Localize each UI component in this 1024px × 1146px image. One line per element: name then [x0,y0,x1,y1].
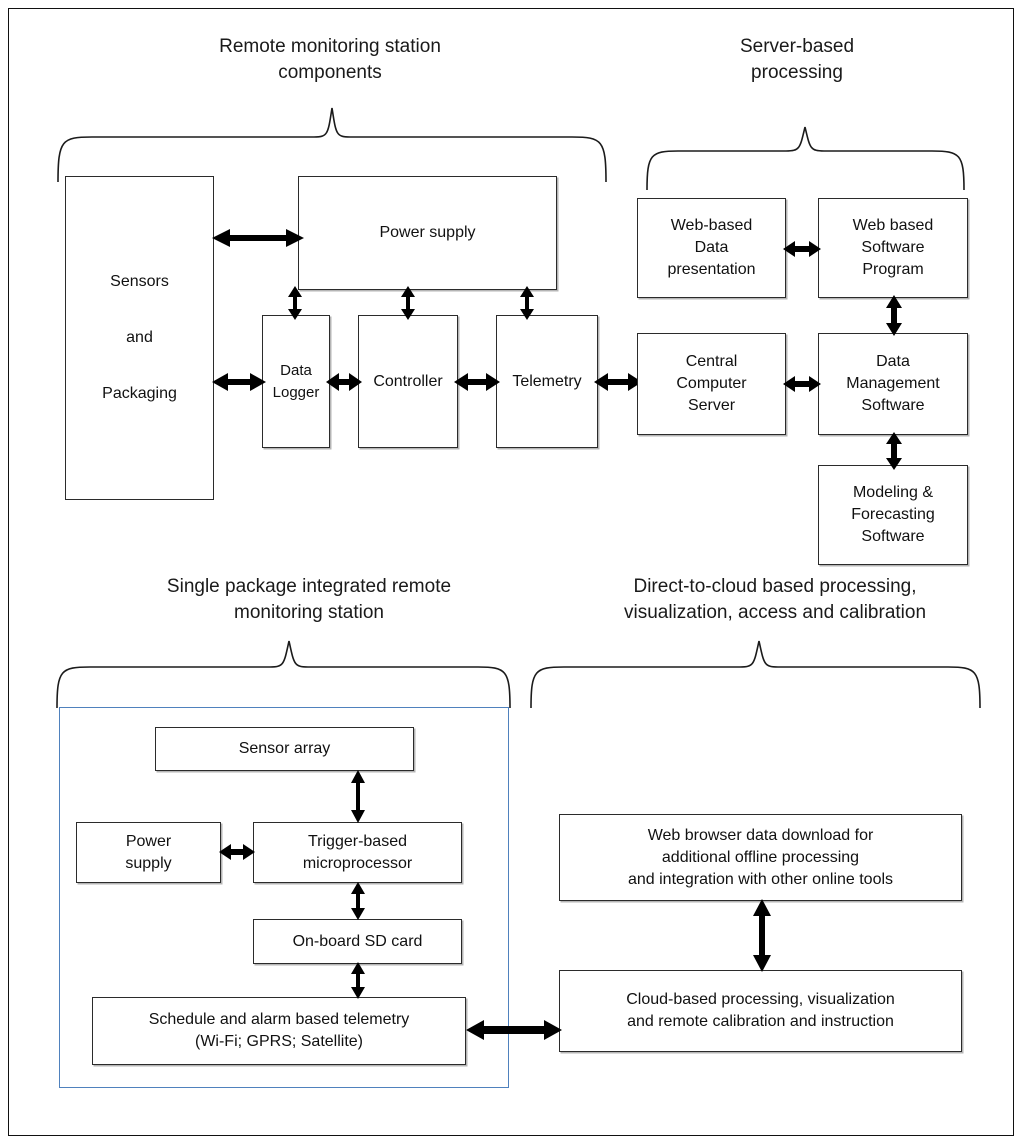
arrow-microprocessor-sd-card [351,882,365,920]
box-trigger-based-microprocessor[interactable]: Trigger-based microprocessor [253,822,462,883]
section-title-remote-monitoring-station-components: Remote monitoring station components [219,36,441,83]
box-central-computer-server[interactable]: Central Computer Server [637,333,786,435]
box-sensors-line-3: Packaging [102,385,177,402]
arrow-power-supply-controller [401,286,415,320]
box-sensors-and-packaging[interactable]: Sensors and Packaging [65,176,214,500]
arrow-sensor-array-microprocessor [351,770,365,823]
box-package-power-supply[interactable]: Power supply [76,822,221,883]
box-sensors-line-1: Sensors [110,273,169,290]
box-modeling-forecasting-software[interactable]: Modeling & Forecasting Software [818,465,968,565]
brace-direct-to-cloud [530,640,981,708]
arrow-power-supply-data-logger [288,286,302,320]
section-title-direct-to-cloud-based-processing: Direct-to-cloud based processing, visual… [623,576,927,623]
box-data-management-software[interactable]: Data Management Software [818,333,968,435]
brace-single-package-station [56,640,511,708]
arrow-telemetry-central-computer-server [594,373,642,391]
arrow-web-browser-cloud-processing [753,899,771,972]
arrow-schedule-telemetry-cloud-processing [466,1020,562,1040]
brace-server-based-processing [646,126,965,190]
box-schedule-alarm-telemetry[interactable]: Schedule and alarm based telemetry (Wi-F… [92,997,466,1065]
arrow-power-supply-telemetry [520,286,534,320]
arrow-data-logger-controller [326,373,362,391]
box-web-based-data-presentation[interactable]: Web-based Data presentation [637,198,786,298]
arrow-web-software-data-management [886,295,902,336]
box-data-logger[interactable]: Data Logger [262,315,330,448]
section-title-single-package-integrated-remote-monitoring-station: Single package integrated remote monitor… [166,576,452,623]
figure-frame [8,8,1014,1136]
arrow-web-presentation-web-software [783,241,821,257]
box-cloud-based-processing[interactable]: Cloud-based processing, visualization an… [559,970,962,1052]
box-web-based-software-program[interactable]: Web based Software Program [818,198,968,298]
arrow-package-power-supply-microprocessor [219,844,255,860]
arrow-data-management-modeling-forecasting [886,432,902,470]
arrow-sd-card-schedule-telemetry [351,962,365,999]
box-sensor-array[interactable]: Sensor array [155,727,414,771]
brace-remote-monitoring-station [57,107,607,182]
box-web-browser-data-download[interactable]: Web browser data download for additional… [559,814,962,901]
arrow-controller-telemetry [454,373,500,391]
box-telemetry[interactable]: Telemetry [496,315,598,448]
arrow-sensors-data-logger [212,373,266,391]
section-title-server-based-processing: Server-based processing [739,36,855,83]
box-on-board-sd-card[interactable]: On-board SD card [253,919,462,964]
arrow-central-server-data-management [783,376,821,392]
box-sensors-line-2: and [126,329,153,346]
arrow-sensors-power-supply [212,229,304,247]
box-power-supply[interactable]: Power supply [298,176,557,290]
box-controller[interactable]: Controller [358,315,458,448]
